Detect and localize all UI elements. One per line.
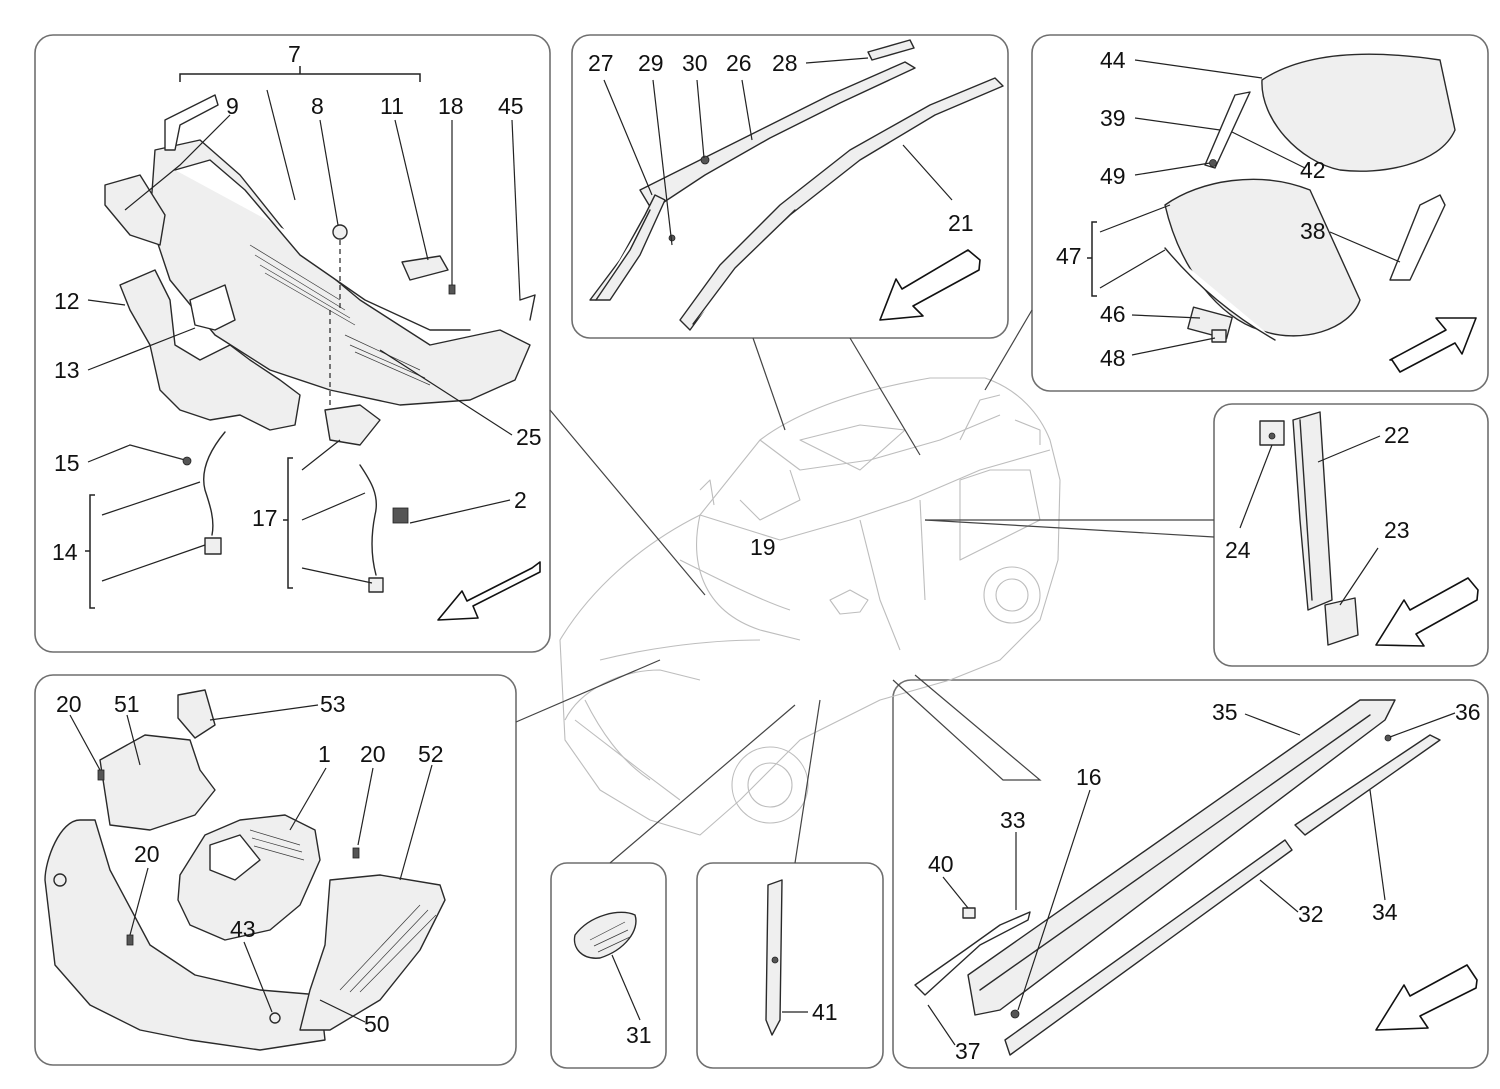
callout-1: 1 — [318, 741, 331, 767]
callout-21: 21 — [948, 210, 974, 236]
direction-arrow-icon — [1389, 317, 1477, 373]
callout-32: 32 — [1298, 901, 1324, 927]
callout-36: 36 — [1455, 699, 1481, 725]
callout-40: 40 — [928, 851, 954, 877]
callout-20-b: 20 — [360, 741, 386, 767]
callout-8: 8 — [311, 93, 324, 119]
callout-19: 19 — [750, 534, 776, 560]
callout-44: 44 — [1100, 47, 1126, 73]
spoiler-parts — [1087, 53, 1456, 356]
callout-23: 23 — [1384, 517, 1410, 543]
connector-lines — [515, 309, 1215, 864]
side-skirt-parts — [914, 699, 1456, 1056]
callout-35: 35 — [1212, 699, 1238, 725]
callout-33: 33 — [1000, 807, 1026, 833]
callout-12: 12 — [54, 288, 80, 314]
callout-50: 50 — [364, 1011, 390, 1037]
callout-51: 51 — [114, 691, 140, 717]
callout-27: 27 — [588, 50, 614, 76]
callout-24: 24 — [1225, 537, 1251, 563]
callout-39: 39 — [1100, 105, 1126, 131]
callout-31: 31 — [626, 1022, 652, 1048]
direction-arrow-icon — [437, 561, 541, 621]
callout-20-a: 20 — [56, 691, 82, 717]
callout-22: 22 — [1384, 422, 1410, 448]
callout-46: 46 — [1100, 301, 1126, 327]
callout-labels: 7 9 8 11 18 45 12 13 15 14 17 25 2 27 29… — [52, 41, 1481, 1064]
callout-30: 30 — [682, 50, 708, 76]
callout-43: 43 — [230, 916, 256, 942]
panel-fender-strip — [696, 862, 884, 1069]
panel-side-vent — [550, 862, 667, 1069]
b-pillar-parts — [1239, 411, 1381, 646]
callout-7: 7 — [288, 41, 301, 67]
callout-26: 26 — [726, 50, 752, 76]
side-vent-parts — [573, 911, 641, 1021]
cowl-parts — [85, 66, 536, 609]
panel-roof-rails — [571, 34, 1009, 339]
engine-cover-parts — [44, 689, 446, 1051]
callout-47: 47 — [1056, 243, 1082, 269]
panel-b-pillar — [1213, 403, 1489, 667]
callout-17: 17 — [252, 505, 278, 531]
callout-48: 48 — [1100, 345, 1126, 371]
callout-13: 13 — [54, 357, 80, 383]
callout-14: 14 — [52, 539, 78, 565]
callout-34: 34 — [1372, 899, 1398, 925]
fender-strip-parts — [765, 879, 808, 1036]
callout-52: 52 — [418, 741, 444, 767]
roof-rail-parts — [589, 39, 1004, 331]
callout-15: 15 — [54, 450, 80, 476]
direction-arrow-icon — [1375, 577, 1479, 647]
callout-45: 45 — [498, 93, 524, 119]
callout-42: 42 — [1300, 157, 1326, 183]
callout-9: 9 — [226, 93, 239, 119]
callout-29: 29 — [638, 50, 664, 76]
callout-38: 38 — [1300, 218, 1326, 244]
callout-20-c: 20 — [134, 841, 160, 867]
callout-41: 41 — [812, 999, 838, 1025]
callout-16: 16 — [1076, 764, 1102, 790]
callout-28: 28 — [772, 50, 798, 76]
callout-37: 37 — [955, 1038, 981, 1064]
car-illustration — [559, 377, 1061, 836]
callout-49: 49 — [1100, 163, 1126, 189]
callout-53: 53 — [320, 691, 346, 717]
callout-25: 25 — [516, 424, 542, 450]
callout-18: 18 — [438, 93, 464, 119]
callout-11: 11 — [380, 93, 404, 119]
callout-2: 2 — [514, 487, 527, 513]
direction-arrow-icon — [879, 249, 981, 321]
direction-arrow-icon — [1375, 964, 1478, 1031]
